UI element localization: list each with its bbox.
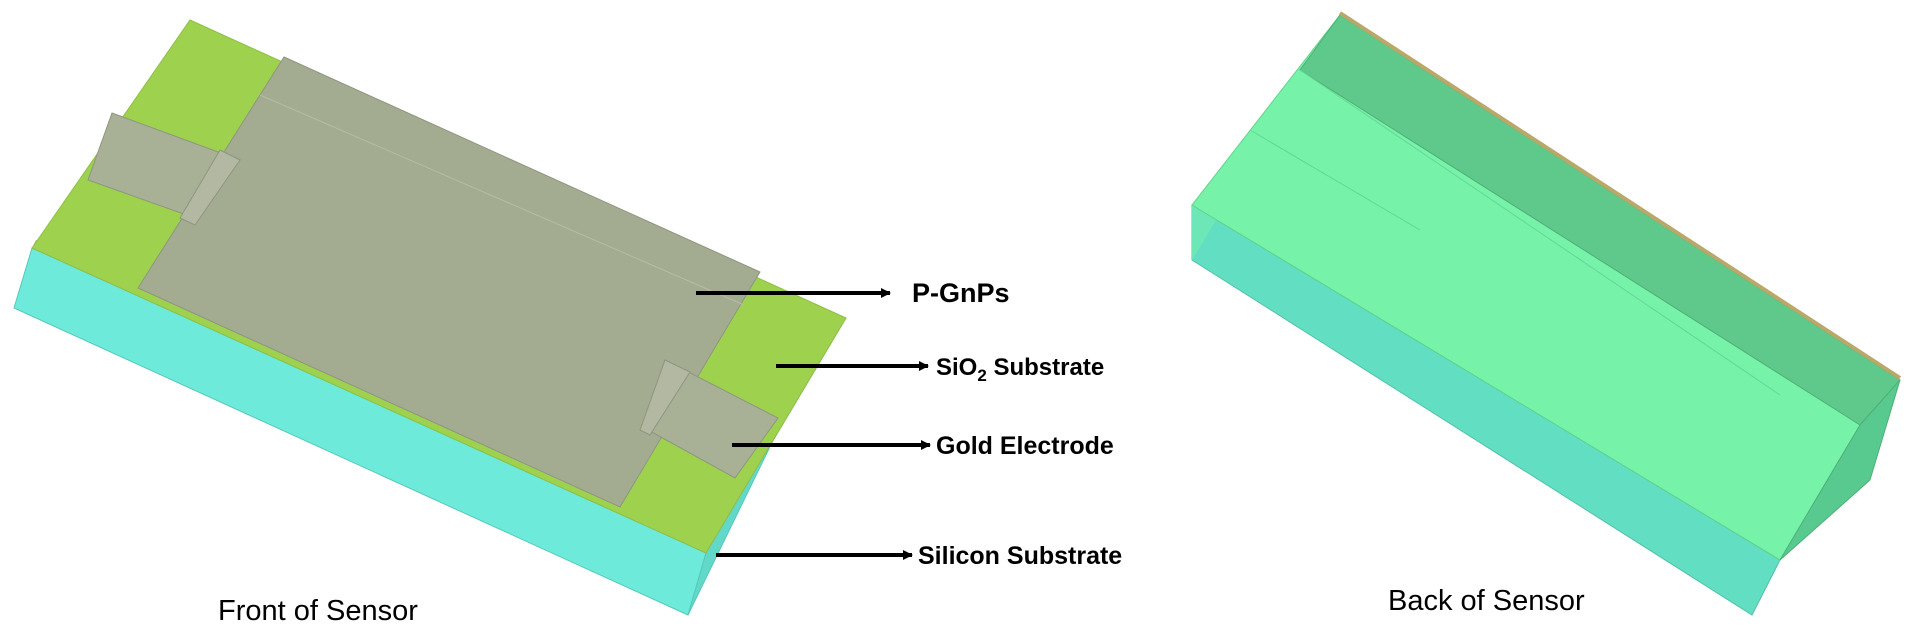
annotation-arrows: [696, 288, 931, 560]
back-sensor-model: [1191, 11, 1902, 616]
label-pgnps: P-GnPs: [912, 278, 1010, 308]
label-gold-electrode: Gold Electrode: [936, 432, 1114, 460]
label-silicon-substrate: Silicon Substrate: [918, 542, 1122, 570]
caption-back: Back of Sensor: [1388, 585, 1585, 617]
caption-front: Front of Sensor: [218, 595, 418, 627]
label-sio2-substrate: SiO2 Substrate: [936, 354, 1104, 385]
front-sensor-model: [13, 19, 847, 616]
